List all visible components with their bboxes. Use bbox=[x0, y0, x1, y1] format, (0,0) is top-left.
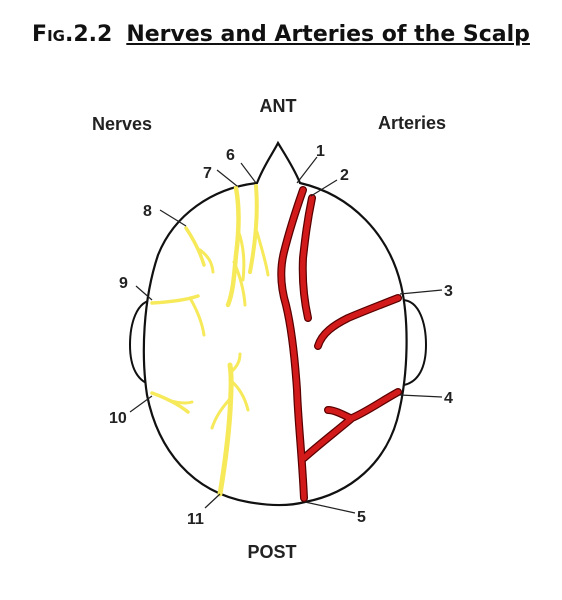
figure-title: Fig.2.2 Nerves and Arteries of the Scalp bbox=[0, 22, 562, 47]
anterior-label: ANT bbox=[260, 96, 297, 116]
label-1: 1 bbox=[316, 143, 325, 160]
nerves-label: Nerves bbox=[92, 114, 152, 134]
label-3: 3 bbox=[444, 283, 453, 300]
label-9: 9 bbox=[119, 275, 128, 292]
figure-number: Fig.2.2 bbox=[32, 22, 113, 47]
label-6: 6 bbox=[226, 147, 235, 164]
right-ear bbox=[401, 299, 428, 386]
label-5: 5 bbox=[357, 509, 366, 526]
left-ear bbox=[128, 299, 155, 386]
label-2: 2 bbox=[340, 167, 349, 184]
posterior-label: POST bbox=[247, 542, 296, 562]
figure-caption: Nerves and Arteries of the Scalp bbox=[126, 22, 530, 47]
label-4: 4 bbox=[444, 390, 453, 407]
label-7: 7 bbox=[203, 165, 212, 182]
label-11: 11 bbox=[187, 511, 204, 528]
scalp-nerves bbox=[150, 184, 270, 497]
label-10: 10 bbox=[109, 410, 127, 427]
skull-outline bbox=[142, 140, 408, 507]
label-8: 8 bbox=[143, 203, 152, 220]
leader-lines bbox=[129, 156, 443, 514]
scalp-arteries bbox=[277, 186, 402, 502]
arteries-label: Arteries bbox=[378, 113, 446, 133]
